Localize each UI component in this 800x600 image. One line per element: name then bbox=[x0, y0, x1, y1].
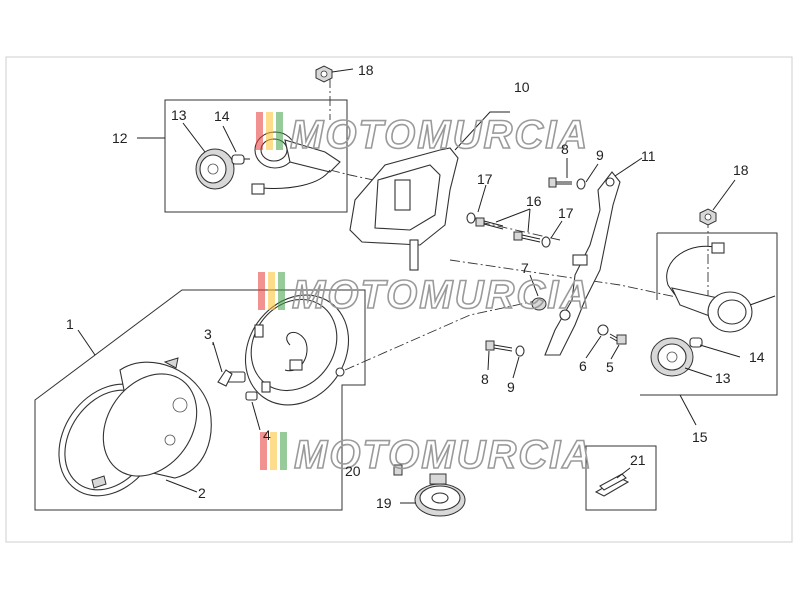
centerline bbox=[449, 259, 691, 301]
part-label-18: 18 bbox=[733, 162, 749, 178]
part-label-5: 5 bbox=[606, 359, 614, 375]
part-label-4: 4 bbox=[263, 427, 271, 443]
group-box-1 bbox=[34, 289, 366, 511]
spacer-7 bbox=[531, 297, 547, 311]
part-label-11: 11 bbox=[641, 148, 656, 164]
bulb-right bbox=[689, 337, 703, 348]
part-label-12: 12 bbox=[112, 130, 128, 146]
part-label-19: 19 bbox=[376, 495, 392, 511]
part-label-8: 8 bbox=[561, 141, 569, 157]
horn-bolt bbox=[393, 464, 403, 476]
diagram-frame bbox=[5, 56, 793, 543]
group-box-12 bbox=[164, 99, 348, 213]
part-label-8: 8 bbox=[481, 371, 489, 387]
part-label-14: 14 bbox=[214, 108, 230, 124]
group-box-15 bbox=[640, 232, 778, 396]
part-label-16: 16 bbox=[526, 193, 542, 209]
centerline bbox=[344, 299, 541, 371]
bolt-5 bbox=[609, 333, 627, 345]
part-label-13: 13 bbox=[715, 370, 731, 386]
watermark-text: MOTOMURCIA bbox=[294, 433, 593, 477]
headlight-bulb bbox=[212, 341, 246, 387]
part-label-20: 20 bbox=[345, 463, 361, 479]
nut-right bbox=[699, 208, 717, 226]
part-label-7: 7 bbox=[521, 260, 529, 276]
part-label-18: 18 bbox=[358, 62, 374, 78]
part-label-17: 17 bbox=[558, 205, 574, 221]
part-label-3: 3 bbox=[204, 326, 212, 342]
part-label-10: 10 bbox=[514, 79, 530, 95]
indicator-lens-right bbox=[650, 337, 694, 377]
headlight-shell bbox=[244, 294, 350, 406]
indicator-bracket-right bbox=[544, 171, 621, 356]
indicator-body-right bbox=[666, 242, 776, 333]
watermark-text: MOTOMURCIA bbox=[292, 273, 591, 317]
bolt-16-upper bbox=[475, 217, 504, 230]
part-label-1: 1 bbox=[66, 316, 74, 332]
watermark-middle: MOTOMURCIA bbox=[258, 272, 591, 318]
bolt-8-lower bbox=[485, 340, 513, 352]
part-label-13: 13 bbox=[171, 107, 187, 123]
part-label-21: 21 bbox=[630, 452, 646, 468]
group-box-21 bbox=[585, 445, 657, 511]
cable-clip bbox=[594, 473, 630, 497]
watermark-text: MOTOMURCIA bbox=[290, 113, 589, 157]
bulb-left bbox=[231, 154, 250, 165]
part-label-17: 17 bbox=[477, 171, 493, 187]
headlight-bracket bbox=[349, 147, 459, 271]
washer-6 bbox=[597, 324, 609, 336]
watermark-top: MOTOMURCIA bbox=[256, 112, 589, 158]
part-label-6: 6 bbox=[579, 358, 587, 374]
bolt-16-lower bbox=[513, 231, 541, 243]
parking-bulb bbox=[245, 391, 258, 401]
indicator-lens-left bbox=[195, 148, 235, 190]
washer-17-upper bbox=[466, 212, 476, 224]
part-label-9: 9 bbox=[596, 147, 604, 163]
part-label-2: 2 bbox=[198, 485, 206, 501]
part-label-14: 14 bbox=[749, 349, 765, 365]
watermark-bottom: MOTOMURCIA bbox=[260, 432, 593, 478]
headlight-reflector bbox=[102, 357, 212, 479]
part-label-9: 9 bbox=[507, 379, 515, 395]
nut-top-left bbox=[315, 65, 333, 83]
part-label-15: 15 bbox=[692, 429, 708, 445]
washer-9-top bbox=[576, 178, 586, 190]
washer-17-lower bbox=[541, 236, 551, 248]
bolt-8-top bbox=[548, 177, 572, 188]
horn bbox=[414, 473, 466, 517]
washer-9-lower bbox=[515, 345, 525, 357]
